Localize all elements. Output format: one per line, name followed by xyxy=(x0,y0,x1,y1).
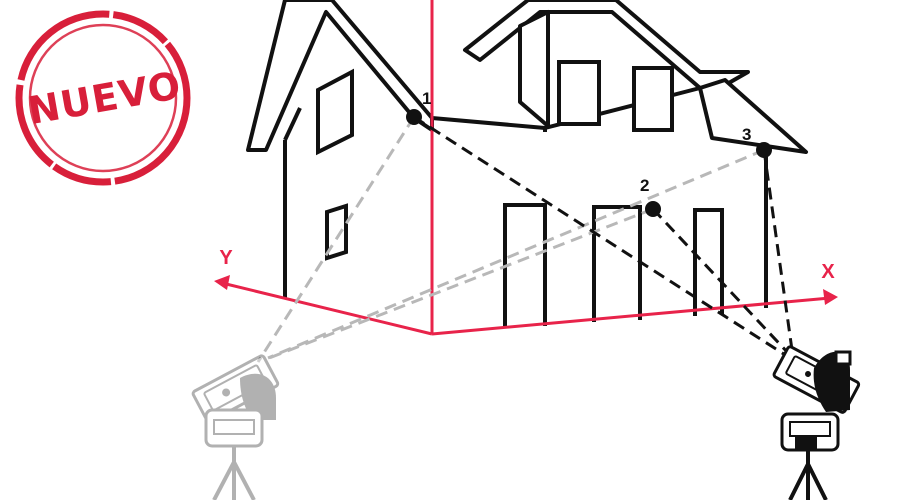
point-label-3: 3 xyxy=(742,125,751,144)
point-label-2: 2 xyxy=(640,176,649,195)
coordinate-axes xyxy=(214,0,838,336)
house-outline xyxy=(246,0,808,298)
x-axis-arrowhead xyxy=(823,289,838,305)
stamp-text: NUEVO xyxy=(25,63,185,133)
door-3 xyxy=(693,208,724,316)
y-axis-line xyxy=(221,281,433,336)
upper-left-window xyxy=(316,68,354,156)
measurement-point-3 xyxy=(756,142,772,158)
measurement-points xyxy=(406,109,772,217)
x-axis-line xyxy=(431,296,831,336)
measurement-point-2 xyxy=(645,201,661,217)
point-label-1: 1 xyxy=(422,89,431,108)
laser-tripod-icon xyxy=(191,354,280,500)
measurement-point-1 xyxy=(406,109,422,125)
x-axis-label: X xyxy=(821,261,835,283)
door-1 xyxy=(503,203,547,328)
light-measurement-lines xyxy=(256,116,765,363)
laser-tripod-icon xyxy=(772,345,861,500)
dark-measurement-lines xyxy=(413,115,794,360)
y-axis-arrowhead xyxy=(214,275,230,290)
y-axis-label: Y xyxy=(219,247,233,269)
upper-right-window-2 xyxy=(632,66,674,132)
house-windows xyxy=(316,60,674,261)
nuevo-stamp: NUEVO xyxy=(15,10,191,186)
upper-right-window-1 xyxy=(557,60,601,126)
